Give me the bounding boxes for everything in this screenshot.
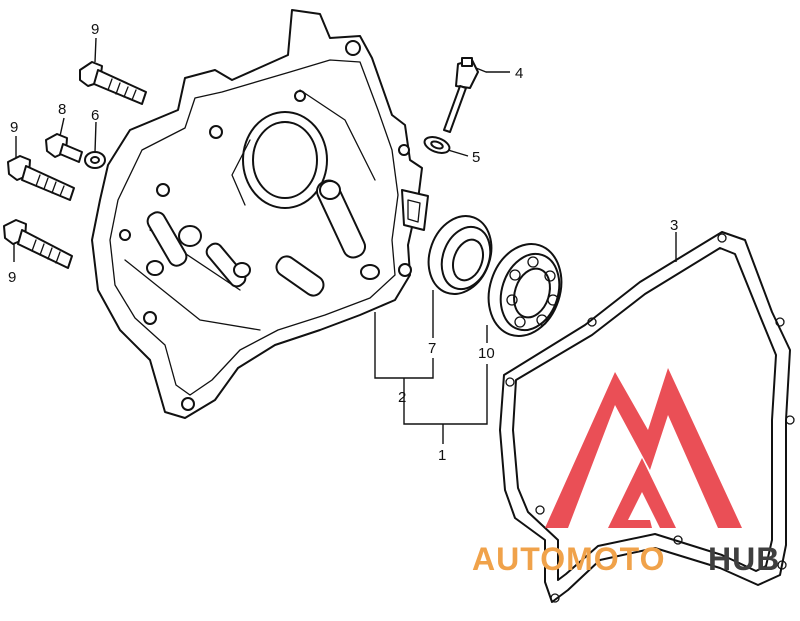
watermark-text-hub: HUB: [708, 541, 780, 577]
callout-9-middle: 9: [10, 119, 18, 136]
o-ring-washer: [423, 136, 451, 154]
washer: [84, 151, 106, 169]
flange-bolt-bottom: [3, 219, 73, 269]
flange-bolt-middle: [7, 155, 75, 201]
oil-level-switch: [443, 57, 487, 133]
callout-10: 10: [478, 345, 495, 362]
callout-7: 7: [428, 340, 436, 357]
short-bolt: [45, 133, 83, 163]
callout-8: 8: [58, 101, 66, 118]
callout-1: 1: [438, 447, 446, 464]
oil-seal: [427, 215, 493, 295]
leader-lines: [13, 37, 677, 444]
callout-9-top: 9: [91, 21, 99, 38]
crankcase-cover: [91, 9, 429, 419]
cover-gasket: [499, 231, 795, 603]
callout-2: 2: [398, 389, 406, 406]
callout-5: 5: [472, 149, 480, 166]
callout-3: 3: [670, 217, 678, 234]
callout-6: 6: [91, 107, 99, 124]
callout-9-bottom: 9: [8, 269, 16, 286]
ball-bearing: [487, 243, 563, 337]
callout-4: 4: [515, 65, 523, 82]
watermark-text-automoto: AUTOMOTO: [472, 541, 665, 577]
flange-bolt-top: [79, 61, 147, 105]
automotohub-logo: [545, 368, 742, 528]
